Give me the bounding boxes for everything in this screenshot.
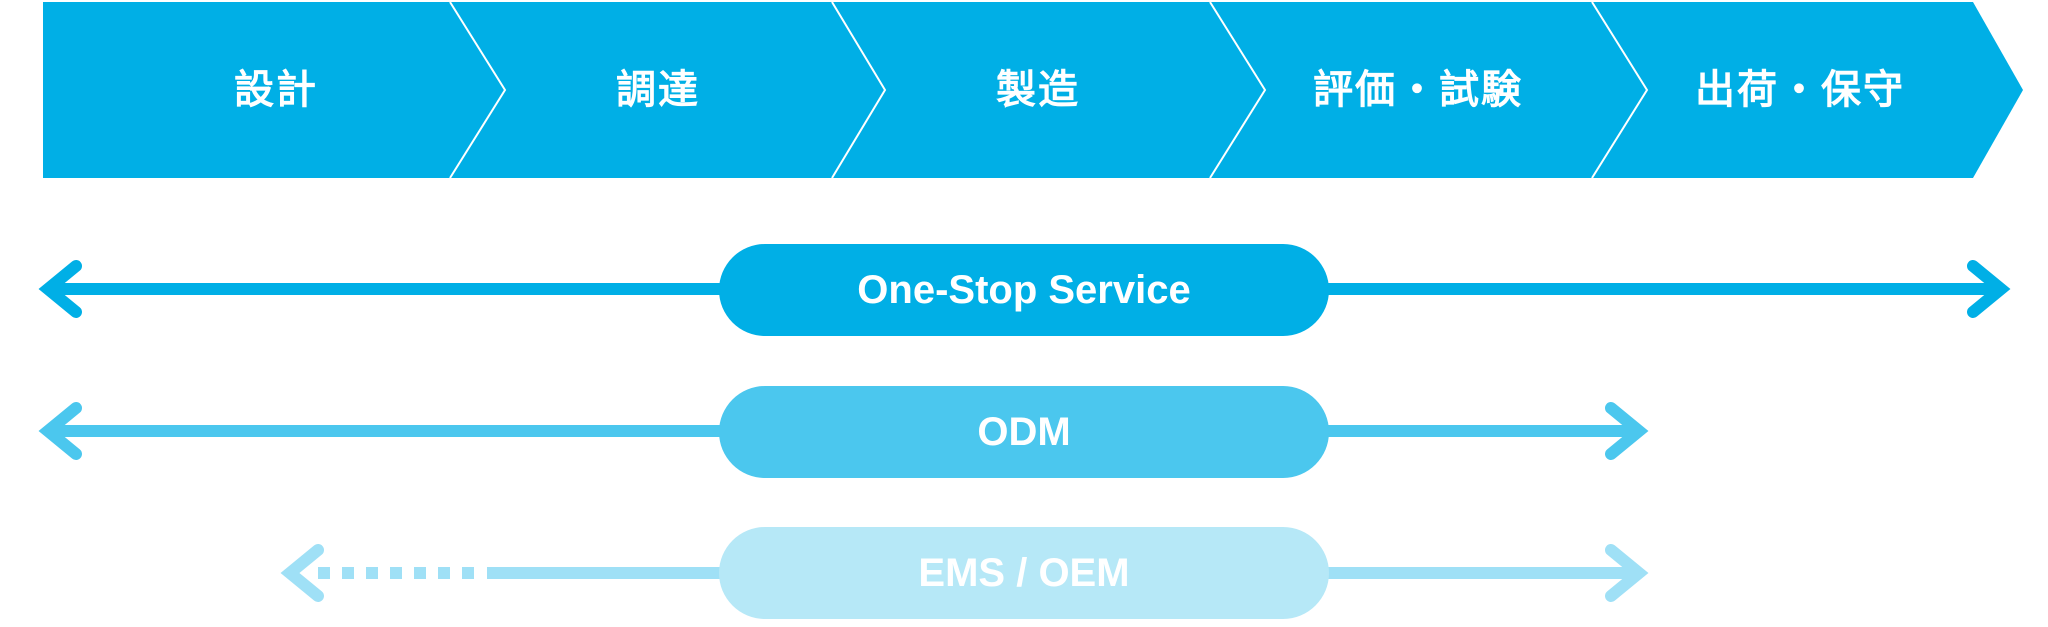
arrow-left-head-icon bbox=[38, 260, 82, 318]
stage-design: 設計 bbox=[234, 67, 318, 113]
arrow-right-head-icon bbox=[1605, 544, 1649, 602]
arrow-left-head-icon bbox=[38, 402, 82, 460]
stage-evaluation-testing: 評価・試験 bbox=[1313, 67, 1523, 113]
arrow-right-head-icon bbox=[1967, 260, 2011, 318]
process-band-shape bbox=[43, 2, 2023, 178]
stage-separator-3 bbox=[1209, 1, 1267, 179]
stage-procurement: 調達 bbox=[616, 67, 700, 113]
odm-label: ODM bbox=[977, 409, 1071, 454]
ems-oem-pill: EMS / OEM bbox=[719, 527, 1329, 619]
ems-oem-label: EMS / OEM bbox=[918, 550, 1130, 595]
stage-separator-2 bbox=[831, 1, 887, 179]
stage-separator-1 bbox=[449, 1, 507, 179]
one-stop-service-pill: One-Stop Service bbox=[719, 244, 1329, 336]
process-band bbox=[43, 1, 2023, 179]
one-stop-service-label: One-Stop Service bbox=[857, 267, 1191, 312]
stage-manufacturing: 製造 bbox=[996, 67, 1080, 113]
stage-shipping-maintenance: 出荷・保守 bbox=[1695, 67, 1905, 113]
arrow-left-head-icon bbox=[280, 544, 324, 602]
arrow-right-head-icon bbox=[1605, 402, 1649, 460]
stage-separator-4 bbox=[1591, 1, 1649, 179]
dotted-extension bbox=[318, 567, 474, 579]
odm-pill: ODM bbox=[719, 386, 1329, 478]
